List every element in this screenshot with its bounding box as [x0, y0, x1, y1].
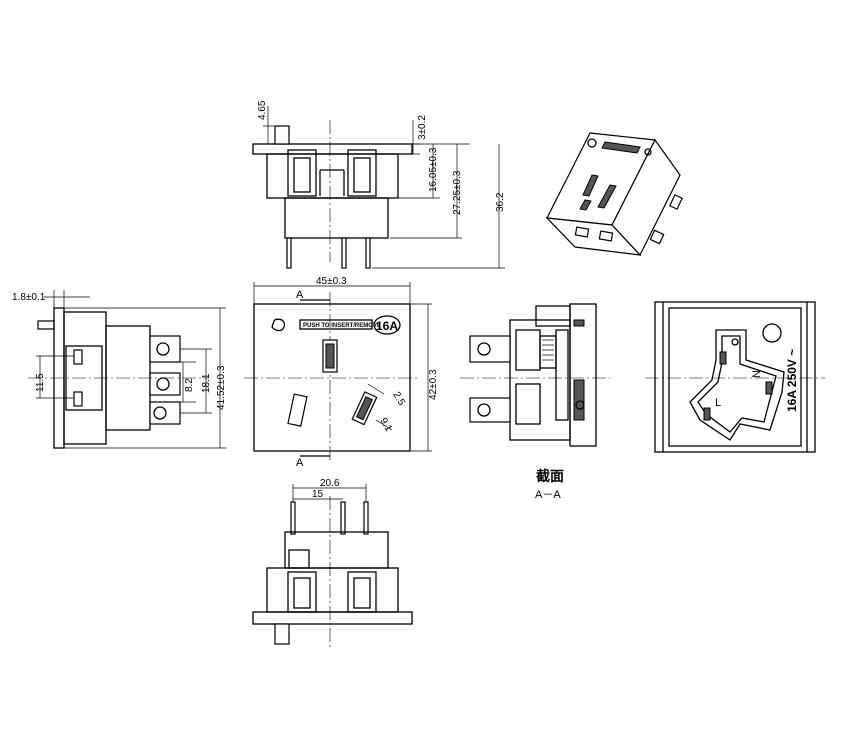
front-view: 45±0.3 42±0.3 A A PUSH TO INSERT/REMOVE … — [244, 276, 439, 469]
dim-bottom-span-a: 20.6 — [320, 478, 340, 489]
rating-text: 16A 250V ~ — [785, 349, 799, 412]
dim-front-height: 42±0.3 — [428, 369, 439, 400]
current-rating-badge: 16A — [376, 319, 398, 333]
dim-top-total: 36.2 — [495, 192, 506, 212]
section-mark-bottom: A — [296, 457, 304, 469]
dim-top-depth-b: 27.25±0.3 — [452, 170, 463, 215]
dim-top-flange: 3±0.2 — [417, 115, 428, 140]
section-mark-top: A — [296, 289, 304, 301]
dim-top-pin-height: 4.65 — [257, 100, 268, 120]
section-view: 截面 A－A — [460, 303, 610, 501]
section-caption: 截面 — [536, 468, 564, 485]
terminal-l-label: L — [715, 397, 721, 409]
dim-side-height: 41.52±0.3 — [216, 365, 227, 410]
push-to-insert-text: PUSH TO INSERT/REMOVE — [303, 323, 381, 329]
isometric-view — [545, 132, 683, 257]
terminal-n-label: N — [751, 370, 763, 378]
side-view: 1.8±0.1 11.5 8.2 18.1 41.52±0.3 — [12, 290, 227, 449]
dim-side-pitch-a: 11.5 — [35, 373, 46, 392]
top-view: 4.65 3±0.2 16.05±0.3 27.25±0.3 36.2 — [252, 100, 506, 269]
section-caption-sub: A－A — [535, 489, 561, 501]
dim-top-depth-a: 16.05±0.3 — [428, 147, 439, 192]
dim-bottom-span-b: 15 — [312, 489, 324, 500]
dim-side-flange: 1.8±0.1 — [12, 292, 46, 303]
dim-slot-width: 2.5 — [390, 390, 407, 408]
dim-front-width: 45±0.3 — [316, 276, 347, 287]
dim-slot-length: 9.1 — [377, 416, 394, 434]
dim-side-span: 18.1 — [201, 373, 212, 393]
bottom-view: 20.6 15 — [252, 478, 413, 650]
dim-side-pitch-b: 8.2 — [184, 378, 195, 392]
rear-view: L N 16A 250V ~ — [645, 301, 825, 453]
